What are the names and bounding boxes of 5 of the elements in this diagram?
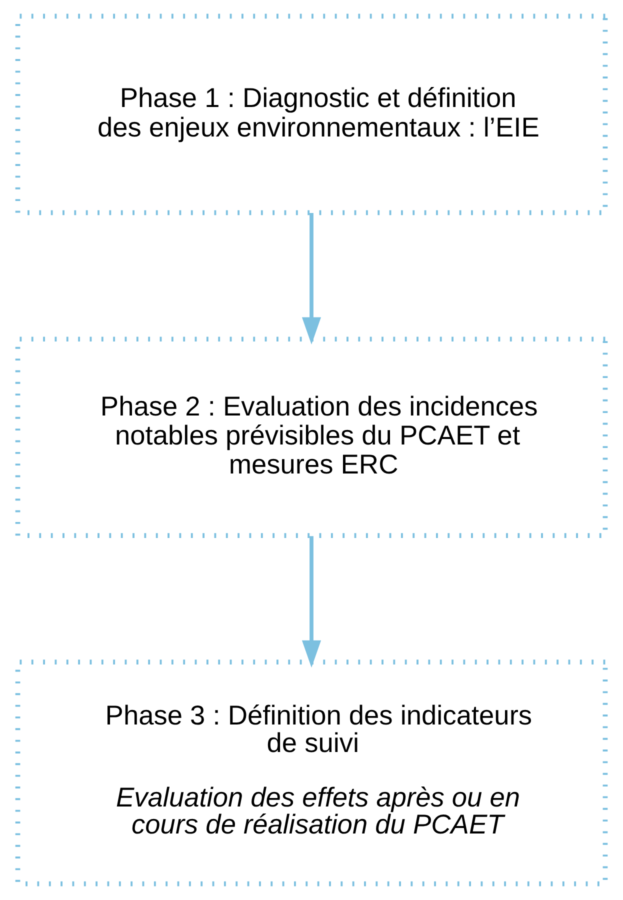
node-box: Phase 2 : Evaluation des incidences notables prévisibles du PCAET et mesures ERC <box>15 336 608 538</box>
node-box: Phase 1 : Diagnostic et définition des enjeux environnementaux : l’EIE <box>15 14 608 216</box>
arrow <box>302 536 322 668</box>
arrow <box>302 212 322 344</box>
node-box: Phase 3 : Définition des indicateurs de suivi Evaluation des effets après ou en cours de réalisation du PCAET <box>15 660 608 886</box>
